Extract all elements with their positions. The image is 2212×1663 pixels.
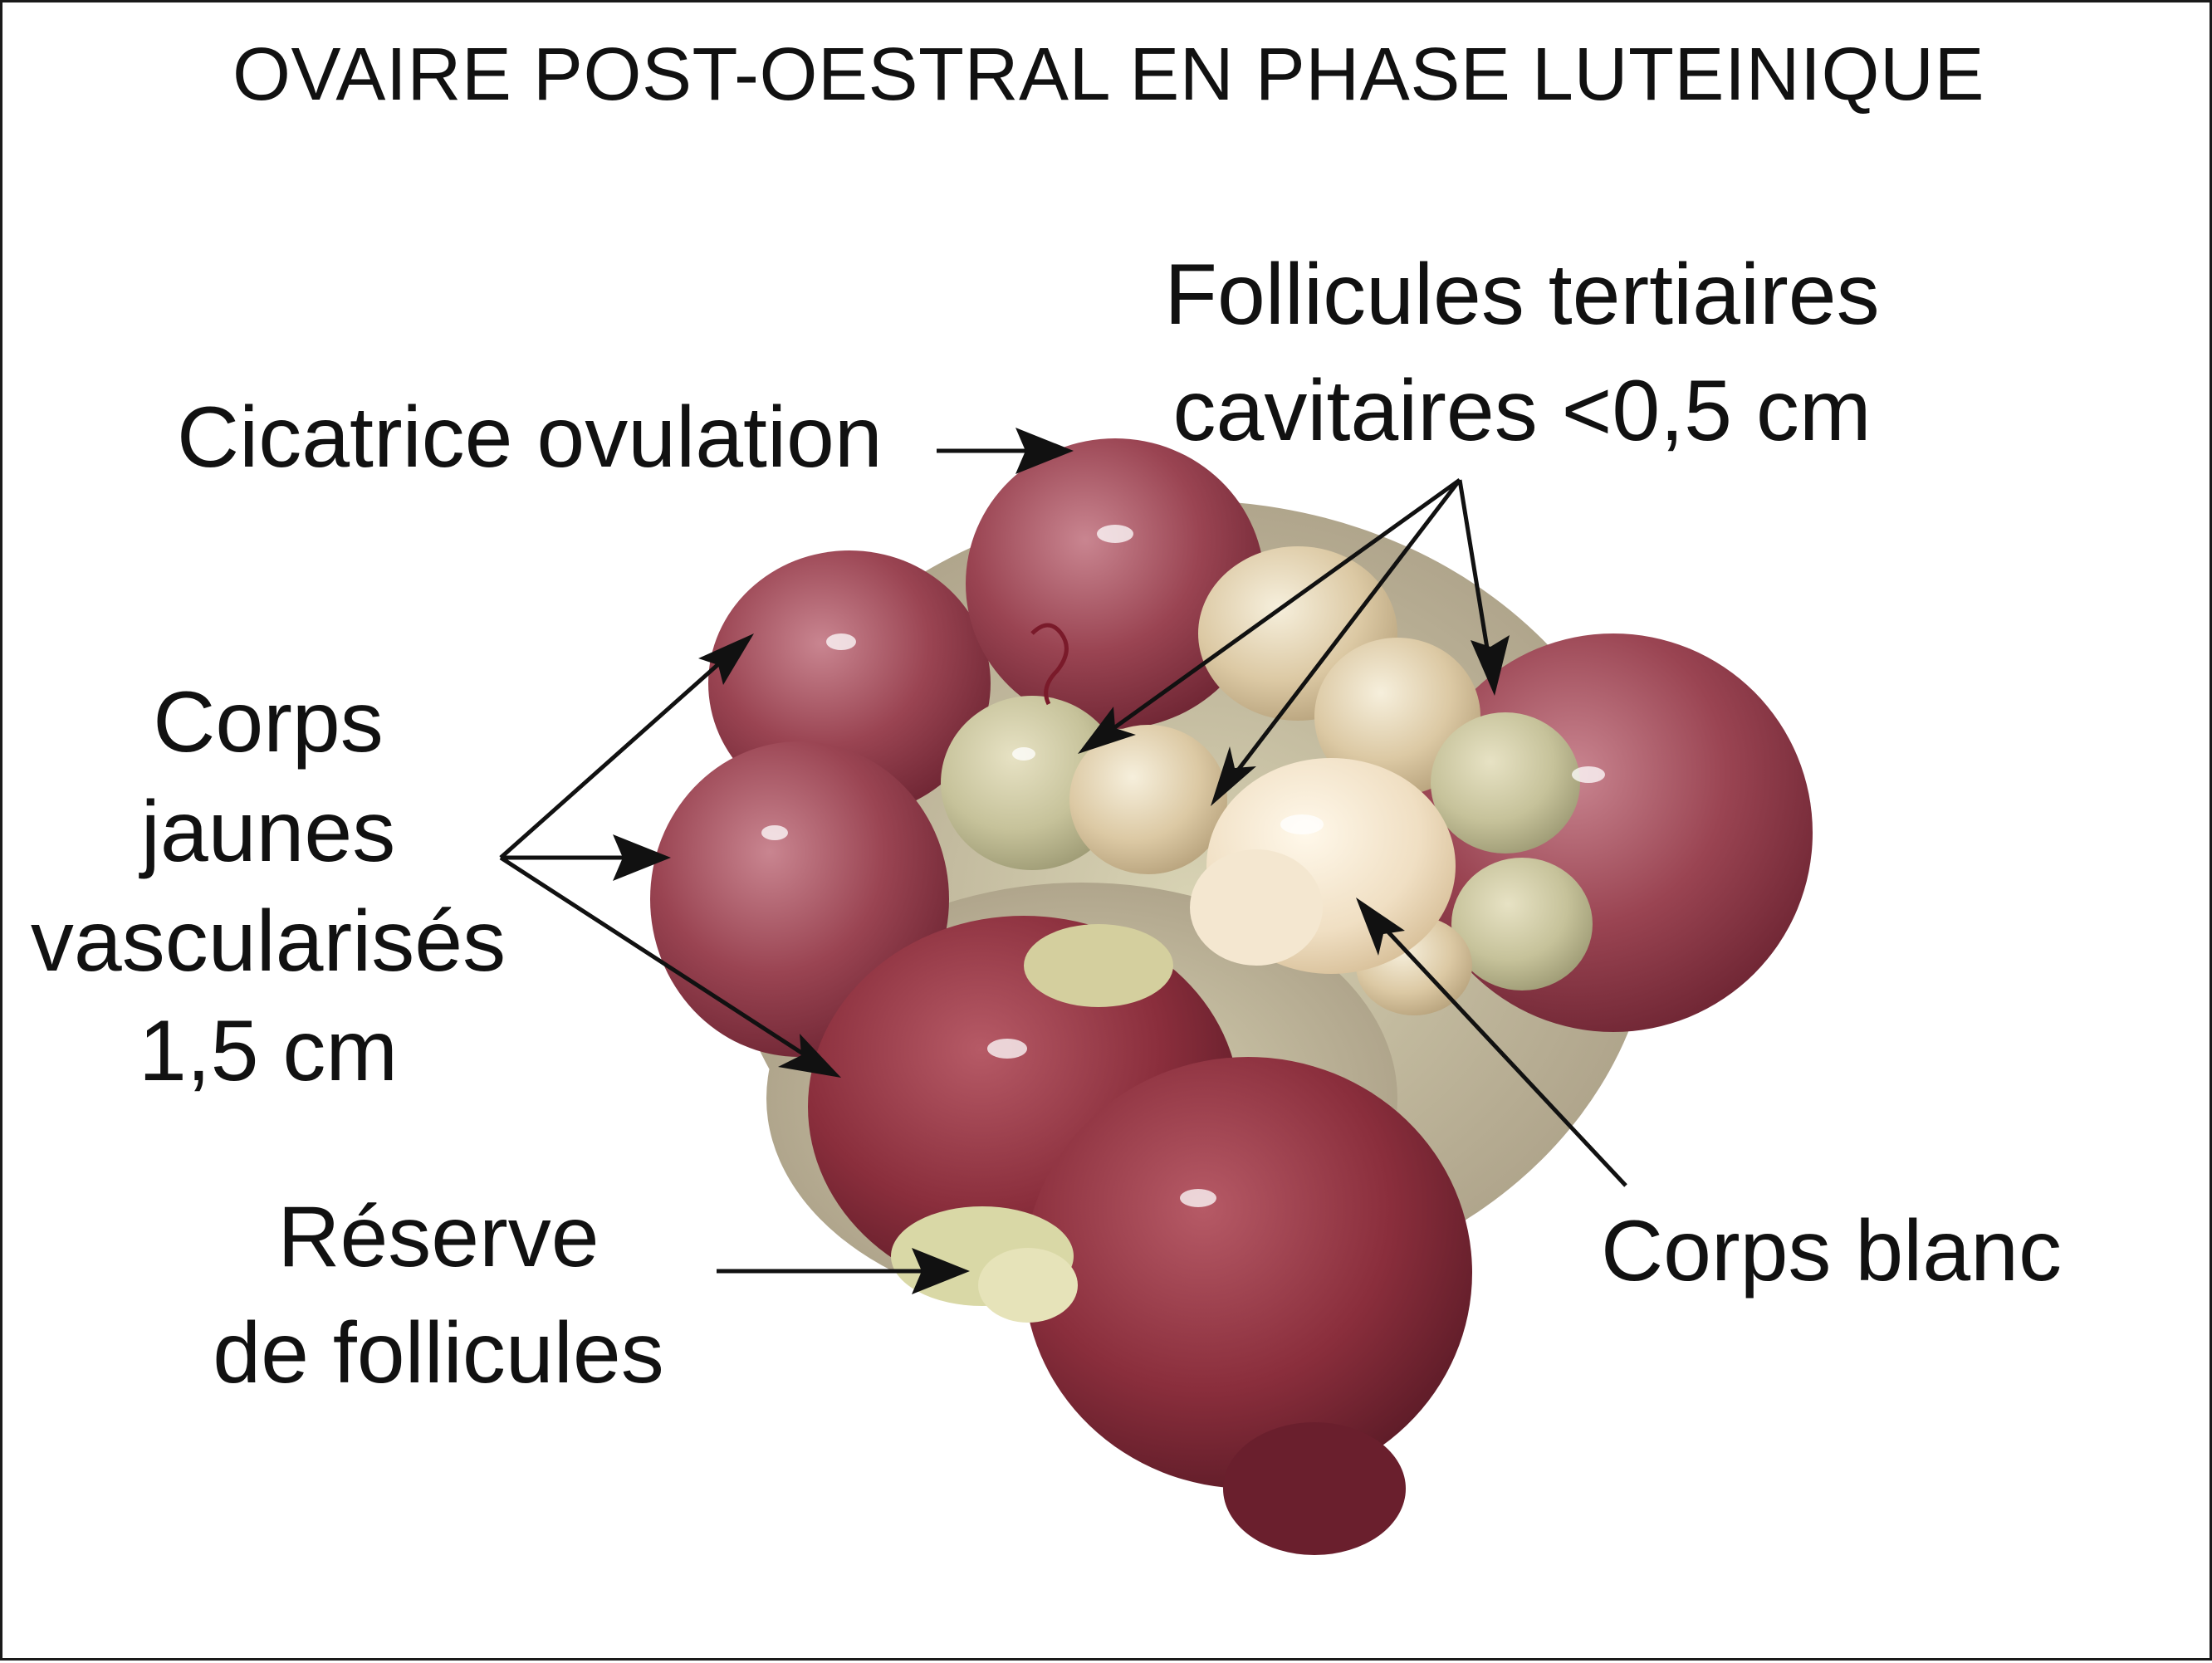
surface-highlights [761, 525, 1605, 1207]
label-corps-blanc: Corps blanc [1601, 1203, 2062, 1299]
corpus-luteum-lower [1024, 1057, 1472, 1489]
label-corps-jaunes-line-3: vascularisés [30, 893, 507, 990]
figure-title: OVAIRE POST-OESTRAL EN PHASE LUTEINIQUE [232, 33, 1984, 116]
label-reserve-line-2: de follicules [213, 1305, 664, 1401]
label-cicatrice-ovulation: Cicatrice ovulation [177, 389, 883, 486]
arrow-follicule-3 [1457, 479, 1491, 659]
label-corps-jaunes: Corps jaunes vascularisés 1,5 cm [19, 679, 517, 1094]
annotation-arrows [499, 428, 1627, 1294]
ovulation-scar-vessel [1030, 623, 1069, 706]
label-follicules-tertiaires: Follicules tertiaires cavitaires <0,5 cm [1148, 252, 1896, 454]
arrow-corps-blanc [1379, 922, 1627, 1187]
label-corps-jaunes-line-4: 1,5 cm [138, 1003, 399, 1099]
label-corps-jaunes-line-1: Corps [153, 674, 384, 770]
arrow-follicule-1 [1105, 477, 1461, 736]
corpus-albicans [1190, 758, 1456, 974]
corpora-lutea [650, 438, 1813, 1555]
arrow-corps-jaune-3 [499, 855, 810, 1059]
arrow-corps-jaune-1 [499, 657, 727, 859]
corpus-luteum-top [966, 438, 1265, 729]
label-corps-jaunes-line-2: jaunes [140, 784, 396, 880]
label-follicules-line-2: cavitaires <0,5 cm [1172, 363, 1872, 459]
label-reserve-follicules: Réserve de follicules [193, 1194, 683, 1396]
arrow-follicule-2 [1230, 478, 1461, 780]
label-follicules-line-1: Follicules tertiaires [1164, 247, 1880, 343]
label-reserve-line-1: Réserve [277, 1189, 599, 1285]
